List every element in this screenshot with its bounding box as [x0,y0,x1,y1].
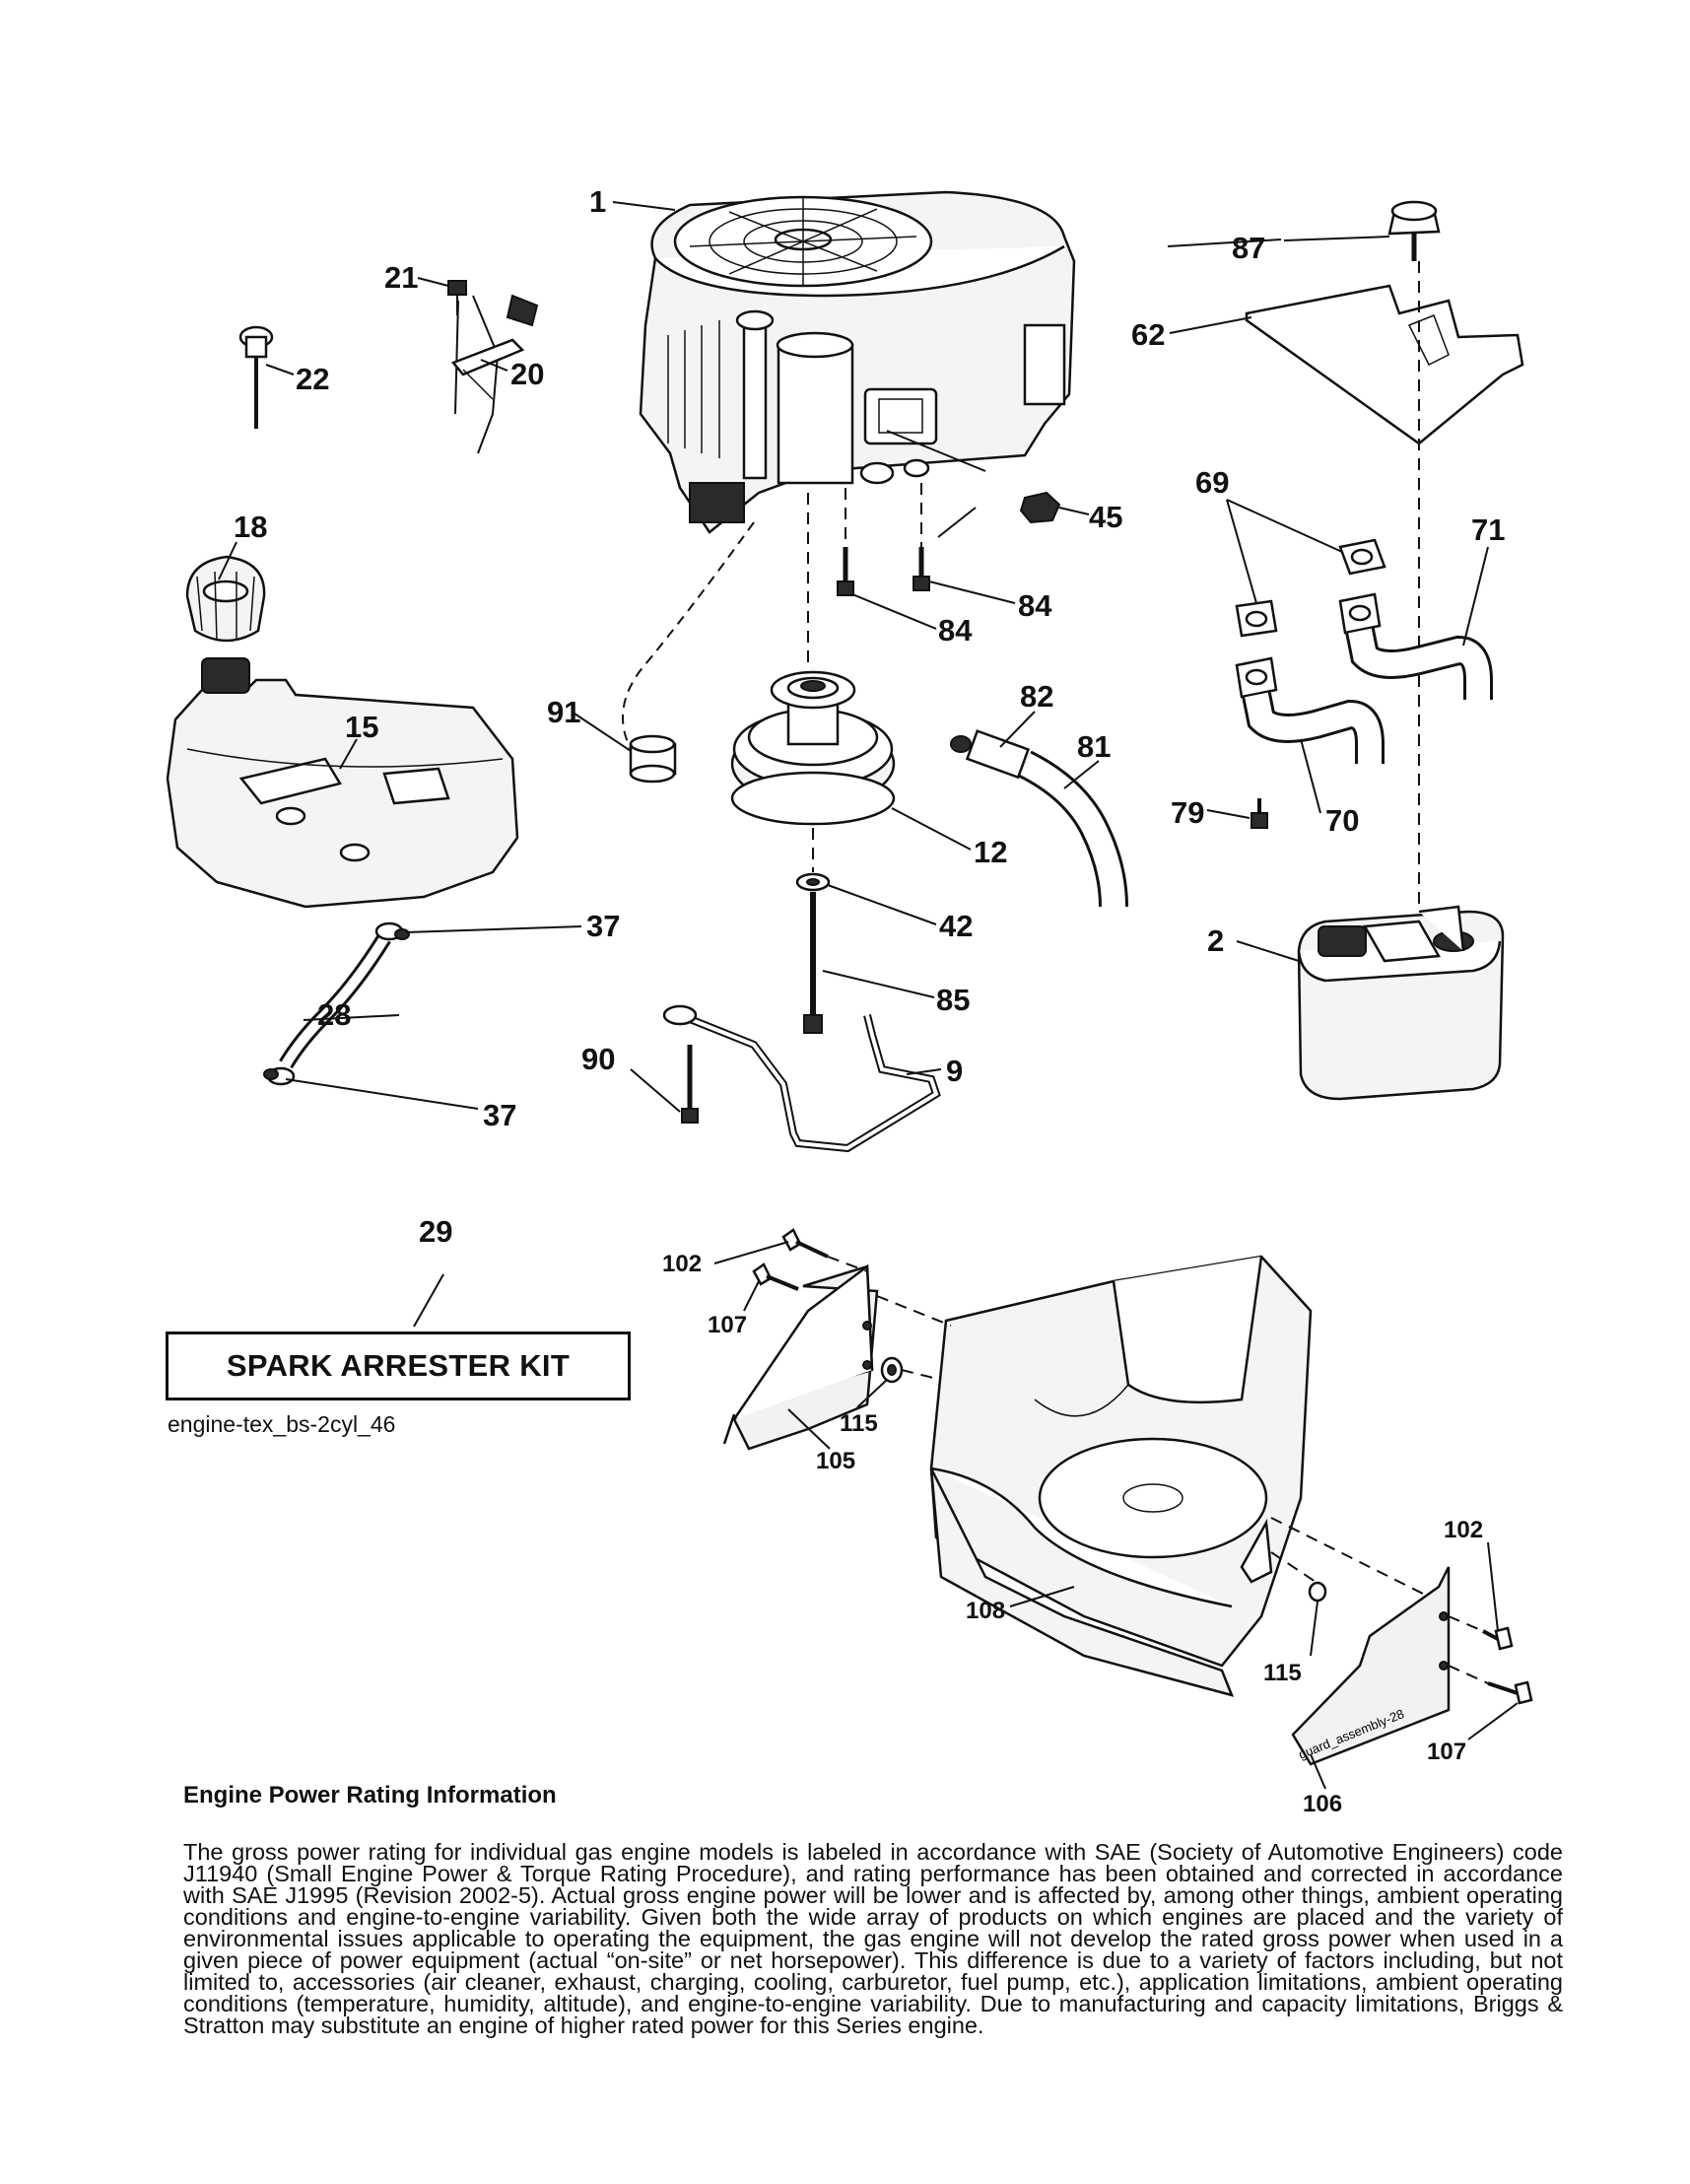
screw-79-part [1251,798,1268,829]
washer-115-left-part [880,1356,904,1384]
callout-90: 90 [581,1042,615,1076]
callout-105: 105 [816,1448,855,1474]
washer-42-part [795,872,831,892]
callout-115a: 115 [840,1410,878,1437]
parts-diagram: guard_assembly-28 [166,184,1533,1817]
exhaust-pipe-71-part [1338,592,1493,700]
callout-81: 81 [1077,729,1111,764]
bolt-102-right-part [1448,1615,1514,1651]
callout-84a: 84 [938,613,973,648]
callout-69: 69 [1195,465,1229,500]
callout-18: 18 [234,510,267,544]
bolt-107-right-part [1448,1665,1533,1705]
callout-115b: 115 [1263,1660,1302,1686]
callout-20: 20 [510,357,544,391]
callout-9: 9 [946,1054,963,1088]
callout-numbers: 1 21 20 22 18 15 91 45 84 84 82 81 12 42… [234,184,1505,1817]
callout-42: 42 [939,909,973,943]
gasket-69-upper-part [1338,538,1386,576]
pulley-part [730,493,896,826]
callout-37a: 37 [586,909,620,943]
callout-85: 85 [936,983,970,1017]
callout-87: 87 [1232,231,1265,265]
power-rating-heading: Engine Power Rating Information [183,1782,557,1809]
callout-2: 2 [1207,923,1224,958]
spacer-91-part [622,521,755,784]
guard-dashes [876,1295,1430,1598]
callout-1: 1 [589,184,606,219]
spark-arrester-kit-label: SPARK ARRESTER KIT [226,1348,571,1383]
bracket-9-part [662,1004,941,1153]
callout-79: 79 [1171,795,1204,830]
muffler-part [1297,905,1505,1101]
bolt-107-left-part [752,1263,799,1291]
callout-71: 71 [1471,512,1505,547]
belt-guard-shroud-part [929,1255,1313,1697]
gasket-69-lower-part [1235,599,1278,638]
callout-70: 70 [1325,803,1359,838]
clamp-37-top-part [374,921,410,941]
callout-108: 108 [966,1598,1005,1624]
callout-102b: 102 [1444,1517,1483,1543]
clamp-37-bottom-part [263,1066,296,1086]
spark-arrester-kit-box: SPARK ARRESTER KIT [166,1331,631,1400]
engine-part [639,190,1076,534]
fuel-line-part [279,933,391,1069]
bolt-22-part [238,325,274,429]
power-rating-text: The gross power rating for individual ga… [183,1839,1563,2038]
callout-91: 91 [547,695,580,729]
callout-37b: 37 [483,1098,516,1132]
callout-22: 22 [296,362,329,396]
nut-45-part [1019,491,1061,524]
callout-12: 12 [974,835,1007,869]
callout-107b: 107 [1427,1739,1466,1765]
bolt-85-part [803,828,823,1034]
fuel-cap-part [185,555,266,643]
callout-107a: 107 [708,1312,747,1338]
screw-87-part [1387,200,1441,907]
bolt-84-right-part [913,483,930,591]
callout-84b: 84 [1018,588,1052,623]
callout-82: 82 [1020,679,1053,714]
callout-45: 45 [1089,500,1122,534]
callout-28: 28 [317,997,351,1032]
screw-21-part [447,280,467,315]
callout-29: 29 [419,1214,452,1249]
guard-bracket-105-part [722,1263,879,1451]
callout-62: 62 [1131,317,1165,352]
bolt-90-part [681,1045,699,1124]
callout-102a: 102 [662,1251,702,1277]
diagram-id: engine-tex_bs-2cyl_46 [168,1411,396,1437]
hose-81-part [1018,750,1128,908]
callout-106: 106 [1303,1791,1342,1817]
heat-shield-part [1245,284,1524,445]
fuel-tank-part [166,657,519,909]
leader-lines [218,201,1519,1790]
fitting-82-part [950,729,1031,780]
washer-115-right-part [1308,1581,1327,1603]
bolt-102-left-part [781,1228,868,1272]
exhaust-pipe-70-part [1235,656,1385,764]
callout-15: 15 [345,710,378,744]
callout-21: 21 [384,260,418,295]
dipstick-tube-part [450,294,539,454]
bolt-84-left-part [837,488,854,596]
